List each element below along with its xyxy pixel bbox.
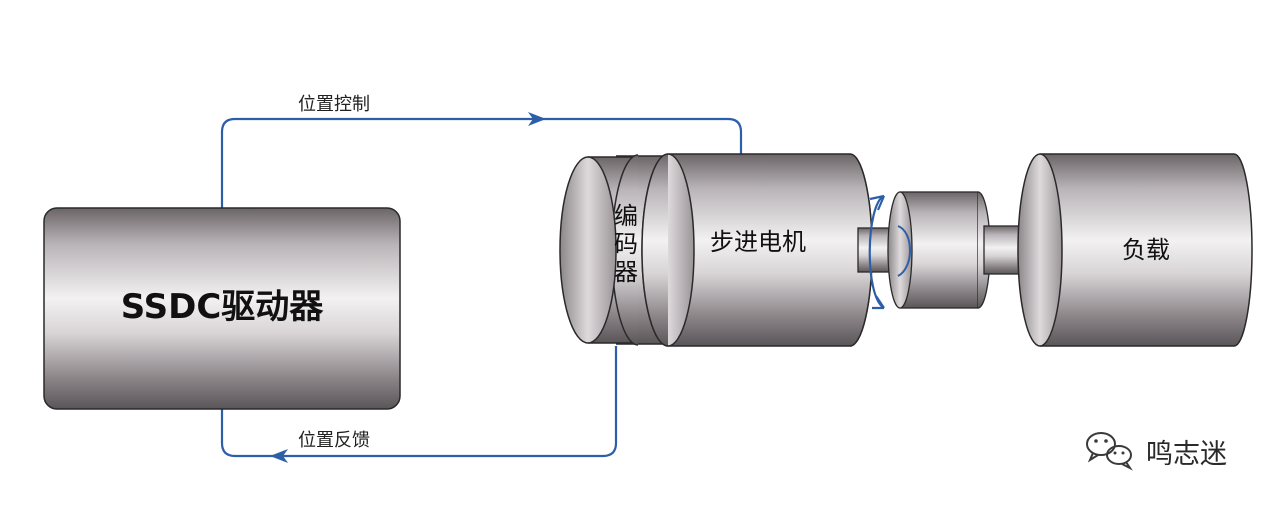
load-block: 负载 bbox=[1017, 153, 1253, 347]
coupling bbox=[887, 191, 991, 309]
position-feedback-line bbox=[220, 346, 618, 458]
encoder-label-char-2: 码 bbox=[614, 230, 638, 258]
encoder-label-char-1: 编 bbox=[614, 202, 638, 230]
watermark: 鸣志迷 bbox=[1086, 432, 1227, 471]
encoder-cap bbox=[559, 154, 639, 346]
wechat-icon bbox=[1086, 432, 1133, 471]
position-feedback-arrow-icon bbox=[270, 449, 288, 463]
driver-label: SSDC驱动器 bbox=[121, 287, 325, 327]
motor-label: 步进电机 bbox=[710, 228, 806, 256]
position-control-label: 位置控制 bbox=[298, 94, 370, 115]
encoder-label-char-3: 器 bbox=[614, 258, 638, 286]
rotation-arrow-icon bbox=[868, 194, 911, 310]
ssdc-driver-block: SSDC驱动器 bbox=[43, 207, 401, 410]
position-control-line bbox=[220, 117, 743, 208]
stepper-motor: 编 码 器 步进电机 bbox=[559, 153, 873, 347]
position-feedback-label: 位置反馈 bbox=[298, 430, 370, 451]
watermark-text: 鸣志迷 bbox=[1146, 439, 1227, 470]
load-label: 负载 bbox=[1122, 236, 1170, 264]
position-control-arrow-icon bbox=[528, 112, 546, 126]
